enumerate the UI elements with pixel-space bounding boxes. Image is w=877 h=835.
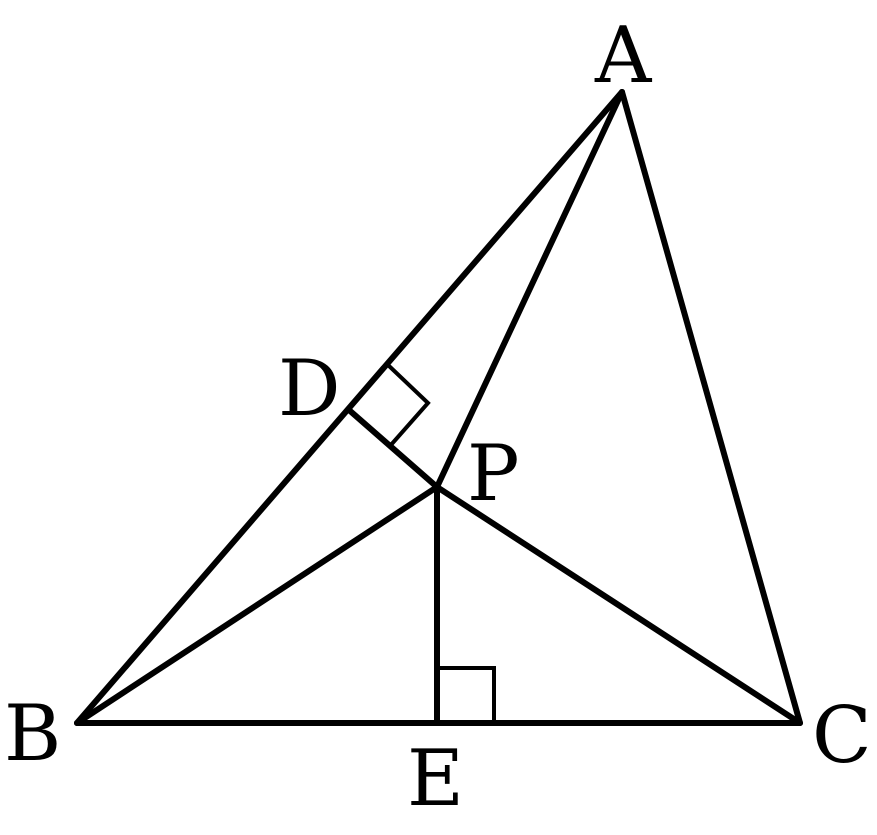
label-p: P	[467, 429, 519, 519]
label-a: A	[594, 11, 653, 101]
right-angle-marker-d	[386, 363, 431, 448]
right-angle-marker-e	[437, 666, 496, 723]
label-b: B	[4, 689, 61, 779]
label-c: C	[812, 691, 872, 781]
segment-dp	[346, 407, 440, 490]
label-e: E	[407, 734, 464, 824]
segment-cp	[434, 484, 803, 726]
segment-bp	[74, 484, 440, 726]
segment-ap	[434, 89, 625, 490]
label-d: D	[278, 344, 341, 434]
segment-ac	[619, 89, 803, 726]
